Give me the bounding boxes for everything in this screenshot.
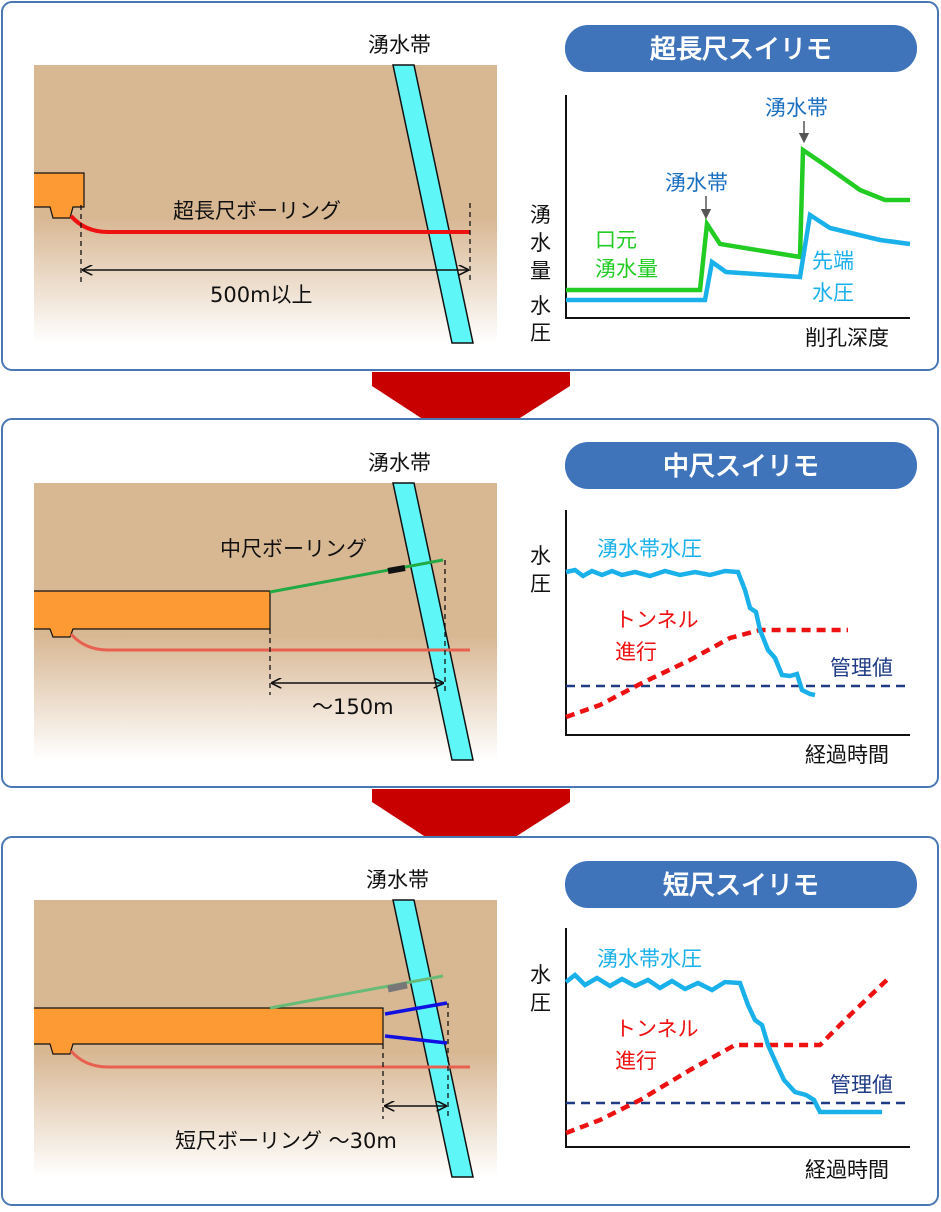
water-zone-label: 湧水帯 <box>368 33 431 57</box>
water-zone-band <box>392 482 474 761</box>
panel-short: 湧水帯 短尺ボーリング 〜30m 短尺スイリモ 水 圧 湧水帯水圧 トンネル 進… <box>1 836 939 1206</box>
short-boring-line <box>384 1001 448 1016</box>
threshold-label: 管理値 <box>830 1073 893 1097</box>
series-water-pressure <box>565 567 816 698</box>
boring-label: 超長尺ボーリング <box>173 199 341 223</box>
threshold-label: 管理値 <box>830 656 893 680</box>
series-collar-inflow <box>566 145 910 293</box>
previous-boring-line <box>69 1049 470 1069</box>
y-label: 水 <box>530 294 551 318</box>
x-label: 経過時間 <box>805 1158 889 1182</box>
title-pill <box>565 861 917 908</box>
medium-boring-line <box>269 558 444 594</box>
legend-tunnel: 進行 <box>615 640 657 664</box>
legend-tunnel: トンネル <box>615 608 699 632</box>
boring-label: 中尺ボーリング <box>220 537 367 561</box>
annotation: 湧水帯 <box>665 171 728 195</box>
legend-water-pressure: 湧水帯水圧 <box>597 537 702 561</box>
distance-label: 〜150m <box>312 695 394 719</box>
y-label: 圧 <box>530 321 551 345</box>
series-water-pressure <box>564 972 882 1115</box>
water-zone-label: 湧水帯 <box>366 868 429 892</box>
water-zone-label: 湧水帯 <box>368 451 431 475</box>
y-label: 量 <box>530 259 551 283</box>
tunnel <box>34 1007 384 1055</box>
tunnel <box>34 590 271 638</box>
legend-tip: 水圧 <box>812 281 854 305</box>
down-arrow-1 <box>372 372 570 450</box>
x-label: 削孔深度 <box>805 326 889 350</box>
panel-title: 短尺スイリモ <box>663 871 819 901</box>
chart-ultra-long: 湧 水 量 水 圧 口元 湧水量 先端 水圧 湧水帯 湧水帯 削孔深度 <box>530 95 911 350</box>
legend-tunnel: 進行 <box>615 1049 657 1073</box>
y-label: 圧 <box>530 572 551 596</box>
boring-label: 短尺ボーリング 〜30m <box>175 1129 397 1153</box>
y-label: 圧 <box>530 991 551 1015</box>
legend-tip: 先端 <box>812 249 854 273</box>
previous-medium-boring <box>269 974 444 1010</box>
series-tip-pressure <box>566 211 911 303</box>
short-boring-line <box>384 1034 448 1045</box>
tunnel <box>34 172 85 219</box>
annotation: 湧水帯 <box>765 96 828 120</box>
distance-label: 500m以上 <box>210 283 313 307</box>
legend-tunnel: トンネル <box>615 1017 699 1041</box>
x-label: 経過時間 <box>805 743 889 767</box>
legend-water-pressure: 湧水帯水圧 <box>597 947 702 971</box>
chart-medium: 水 圧 湧水帯水圧 トンネル 進行 管理値 経過時間 <box>530 510 910 767</box>
panel-title: 超長尺スイリモ <box>650 35 832 65</box>
title-pill <box>565 25 917 72</box>
legend-collar: 口元 <box>595 228 637 252</box>
legend-collar: 湧水量 <box>595 257 658 281</box>
y-label: 水 <box>530 544 551 568</box>
y-label: 水 <box>530 231 551 255</box>
chart-short: 水 圧 湧水帯水圧 トンネル 進行 管理値 経過時間 <box>530 928 910 1182</box>
y-label: 水 <box>530 963 551 987</box>
panel-title: 中尺スイリモ <box>663 452 819 482</box>
panel-ultra-long: 湧水帯 超長尺ボーリング 500m以上 超長尺スイリモ 湧 水 量 水 圧 口元… <box>1 1 939 371</box>
down-arrow-2 <box>372 789 570 866</box>
water-zone-band <box>392 899 474 1178</box>
panel-medium: 湧水帯 中尺ボーリング 〜150m 中尺スイリモ 水 圧 湧水帯水圧 トンネル … <box>1 418 939 788</box>
title-pill <box>565 442 917 489</box>
y-label: 湧 <box>530 203 551 227</box>
previous-boring-line <box>69 632 470 652</box>
ultra-long-boring-line <box>69 214 470 234</box>
series-tunnel-progress <box>565 975 892 1136</box>
